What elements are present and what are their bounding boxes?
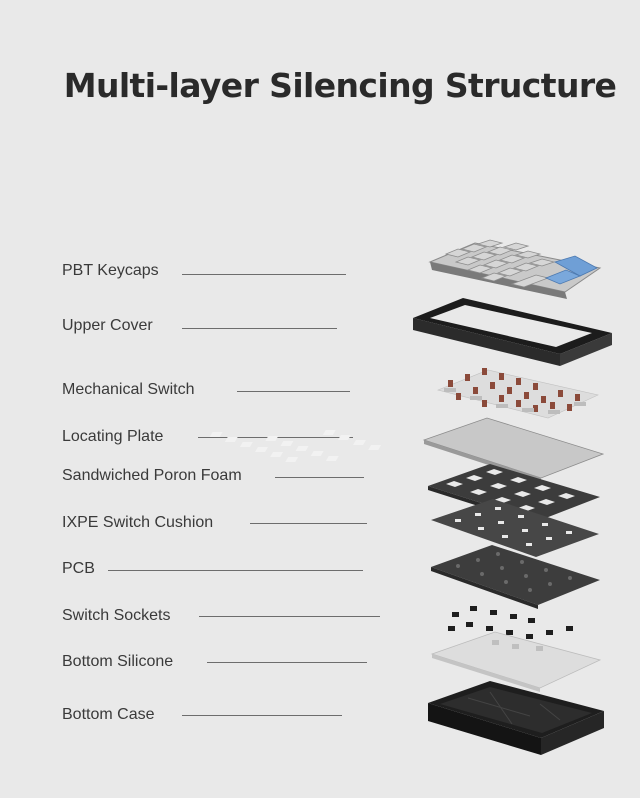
label-switch-sockets: Switch Sockets	[62, 607, 171, 624]
leader-line-case	[182, 715, 342, 716]
leader-line-ixpe	[250, 523, 367, 524]
switches-illustration	[437, 368, 599, 419]
page-title: Multi-layer Silencing Structure	[63, 66, 617, 105]
label-poron-foam: Sandwiched Poron Foam	[62, 467, 242, 484]
label-ixpe-cushion: IXPE Switch Cushion	[62, 514, 214, 531]
label-upper-cover: Upper Cover	[62, 317, 153, 334]
leader-line-silicone	[207, 662, 367, 663]
bottom-silicone-illustration	[430, 631, 602, 692]
leader-line-switch	[237, 391, 350, 392]
keycaps-illustration	[428, 239, 602, 299]
locating-plate-illustration	[209, 417, 605, 482]
label-pbt-keycaps: PBT Keycaps	[62, 262, 159, 279]
ixpe-cushion-illustration	[431, 499, 599, 557]
label-bottom-case: Bottom Case	[62, 706, 155, 723]
leader-line-pcb	[108, 570, 363, 571]
label-pcb: PCB	[62, 560, 95, 577]
label-locating-plate: Locating Plate	[62, 428, 164, 445]
leader-line-upper-cover	[182, 328, 337, 329]
label-mechanical-switch: Mechanical Switch	[62, 381, 195, 398]
leader-line-foam	[275, 477, 364, 478]
label-bottom-silicone: Bottom Silicone	[62, 653, 174, 670]
bottom-case-illustration	[428, 681, 604, 755]
leader-line-sockets	[199, 616, 380, 617]
pcb-illustration	[431, 545, 600, 609]
upper-cover-illustration	[413, 298, 612, 366]
leader-line-keycaps	[182, 274, 346, 275]
